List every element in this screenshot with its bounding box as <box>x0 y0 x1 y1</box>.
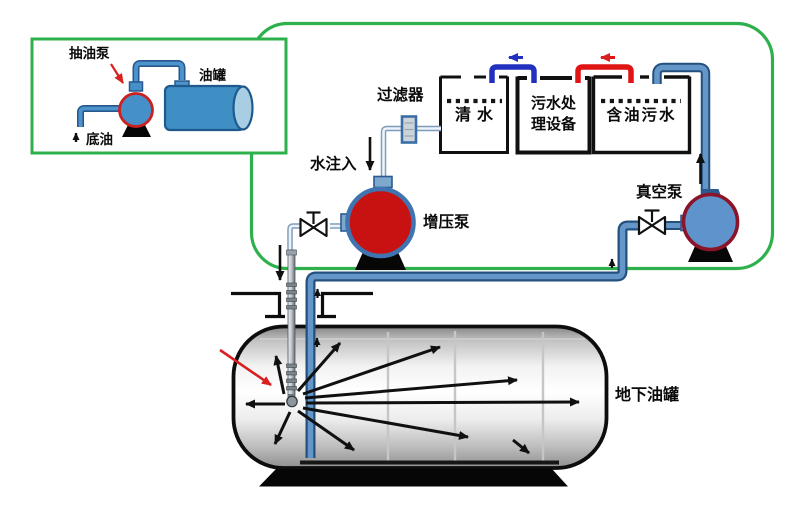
inset-pump-pointer-arrow <box>110 63 124 84</box>
process-tanks <box>439 75 692 155</box>
blue-transfer-pipe <box>489 64 537 83</box>
booster-pedestal <box>355 252 406 270</box>
booster-valve <box>299 211 328 238</box>
booster-pump <box>340 175 416 270</box>
vacuum-valve <box>637 209 667 236</box>
vacuum-pedestal <box>688 245 733 262</box>
underground-tank-label: 地下油罐 <box>615 387 680 404</box>
water-injection-label: 水注入 <box>310 156 357 173</box>
inset-pump-pedestal <box>122 125 151 137</box>
transfer-loops <box>489 53 634 83</box>
vacuum-pump-label: 真空泵 <box>636 184 683 201</box>
inset-tank-label: 油罐 <box>199 68 226 83</box>
booster-pump-label: 增压泵 <box>423 214 470 231</box>
oily-water-tank-body <box>593 77 690 153</box>
spray-nozzle <box>286 395 298 408</box>
red-transfer-pipe <box>575 64 634 83</box>
manhole <box>231 291 373 319</box>
inset-bottom-oil-label: 底油 <box>86 132 113 147</box>
inset-oil-pump <box>118 81 154 137</box>
spray-lance <box>286 249 298 408</box>
filter-label: 过滤器 <box>377 87 424 104</box>
inset-pipes <box>77 60 186 127</box>
clean-water-tank-body <box>440 77 508 153</box>
filter <box>400 115 418 144</box>
vacuum-pump <box>680 189 740 262</box>
oily-water-tank-label: 含油污水 <box>606 107 677 124</box>
oily-water-tank <box>591 75 692 155</box>
vacuum-discharge-pipe <box>652 62 711 194</box>
treatment-tank-body <box>517 77 590 153</box>
treatment-tank <box>515 76 592 155</box>
clean-water-tank-label: 清水 <box>454 107 499 124</box>
flow-arrows <box>275 137 705 347</box>
nozzle-pointer-arrow <box>219 348 272 387</box>
inset-pump-label: 抽油泵 <box>69 46 110 61</box>
inset-diagram <box>30 37 288 155</box>
spray-arrows <box>245 342 580 455</box>
clean-water-tank <box>439 75 509 154</box>
tank-base-pad <box>259 469 568 487</box>
tank-seams <box>386 331 545 463</box>
inset-oil-tank <box>163 80 254 132</box>
treatment-tank-label: 污水处 理设备 <box>530 95 576 133</box>
